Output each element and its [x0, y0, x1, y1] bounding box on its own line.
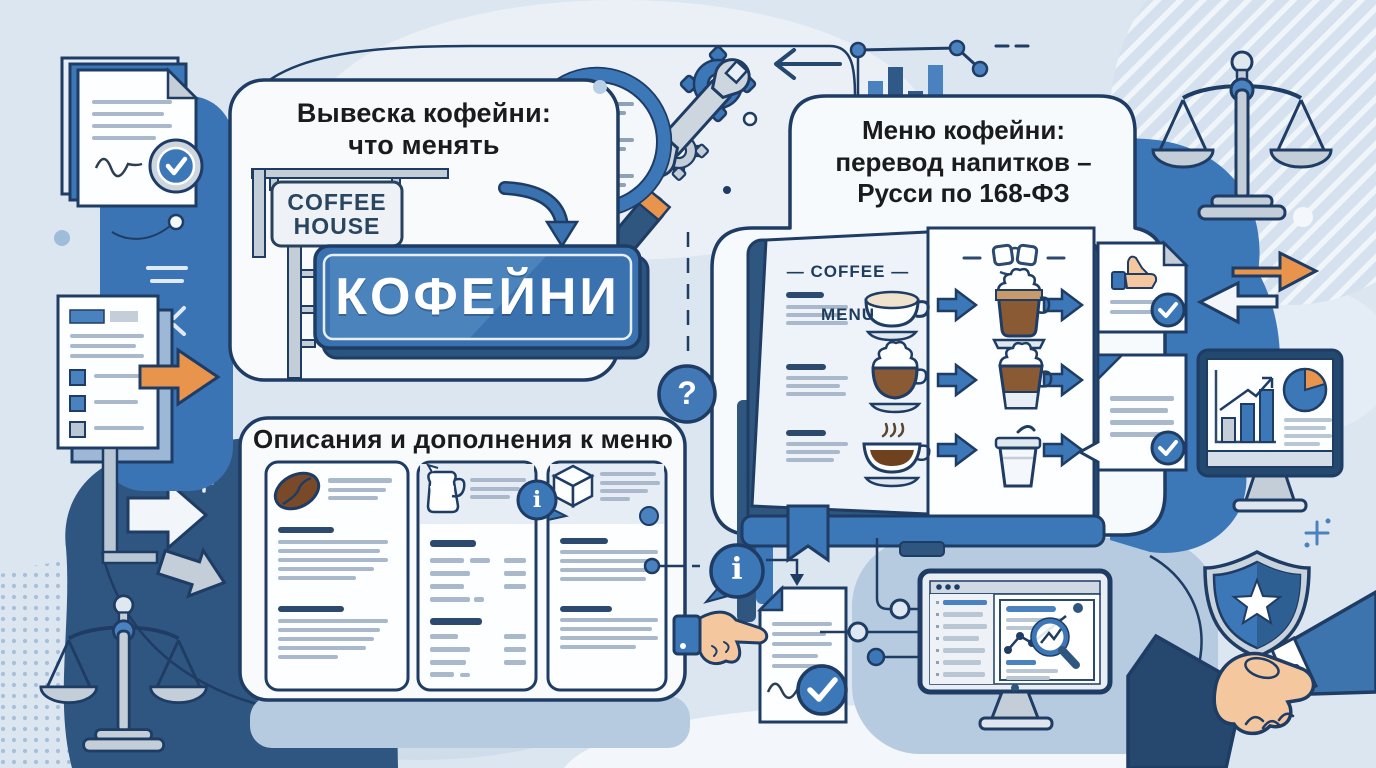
menu-lines	[786, 292, 848, 462]
sign-section-panel	[228, 78, 650, 382]
sugar-cube-icon	[551, 464, 595, 509]
analytics-monitor-icon	[1196, 348, 1344, 513]
question-badge-label: ?	[677, 375, 697, 411]
cappuccino-icon	[864, 290, 930, 342]
sign-section-title: Вывеска кофейни: что менять	[296, 98, 552, 160]
chart-magnifier-icon	[1031, 618, 1069, 656]
orange-arrow-icon	[138, 347, 221, 407]
old-sign-label: COFFEE HOUSE	[287, 189, 387, 240]
description-card-milk	[416, 460, 538, 692]
signed-document-icon	[756, 584, 848, 724]
sign-post	[101, 446, 119, 562]
sparkle-plus-icon	[1304, 520, 1330, 546]
takeaway-cup-icon	[994, 425, 1042, 488]
info-badge	[516, 479, 569, 522]
latte-icon	[868, 340, 928, 414]
handshake-icon	[1126, 589, 1376, 768]
curved-arrow-icon	[498, 181, 580, 249]
milk-jug-icon	[425, 463, 466, 514]
justice-scales-icon	[1151, 50, 1333, 221]
left-arrow-icon	[774, 48, 842, 80]
note-document-icon	[1076, 353, 1188, 472]
document-stack-icon	[60, 56, 204, 240]
browser-sidebar-list	[936, 600, 987, 677]
steam-mark	[881, 422, 905, 438]
book-title-top: — COFFEE —	[786, 262, 910, 282]
espresso-icon	[862, 422, 931, 488]
descriptions-section-panel	[238, 416, 687, 702]
new-sign-label: КОФЕЙНИ	[335, 268, 620, 326]
browser-search-icon	[917, 568, 1113, 731]
menu-section-title: Меню кофейни: перевод напитков – Русси п…	[835, 115, 1092, 209]
approval-seal-icon	[148, 138, 204, 194]
description-card-sugar	[546, 460, 668, 692]
book-title-bottom: MENU	[820, 304, 876, 324]
thumbs-up-icon	[1111, 255, 1158, 290]
descriptions-section-title: Описания и дополнения к меню	[253, 424, 673, 454]
layered-drink-icon	[998, 341, 1053, 410]
thumbs-up-document-icon	[1096, 239, 1190, 334]
connector-elbow-arrow	[766, 558, 799, 576]
info-badge-small-label: i	[532, 487, 542, 513]
light-strip	[250, 696, 690, 748]
new-sign-board	[313, 244, 650, 360]
white-left-arrow-icon	[1196, 280, 1279, 325]
description-card-bean	[264, 460, 410, 692]
browser-connectors	[820, 538, 920, 667]
info-badge-label: i	[731, 552, 743, 587]
pointing-hand-icon	[672, 610, 769, 666]
sign-post	[287, 245, 302, 379]
gray-arrow-icon	[155, 546, 227, 599]
check-circle-icon	[1150, 292, 1186, 328]
small-badge-icon	[639, 506, 659, 526]
bookmark-ribbon	[786, 504, 830, 563]
justice-scales-icon-small	[39, 594, 208, 753]
connector-node	[643, 557, 661, 575]
orange-right-arrow-icon	[1231, 250, 1320, 293]
shield-star-icon	[1203, 550, 1311, 659]
arrowhead-down	[790, 574, 804, 586]
info-speech-bubble	[692, 543, 765, 604]
book-title: — COFFEE — MENU	[772, 240, 924, 325]
deco-dots	[54, 80, 1331, 548]
check-circle-icon	[1150, 430, 1186, 466]
question-badge	[657, 364, 717, 424]
menu-book	[740, 226, 1106, 557]
check-circle-icon	[796, 664, 848, 716]
white-arrow-icon	[126, 478, 209, 552]
signature-mark	[94, 157, 143, 178]
